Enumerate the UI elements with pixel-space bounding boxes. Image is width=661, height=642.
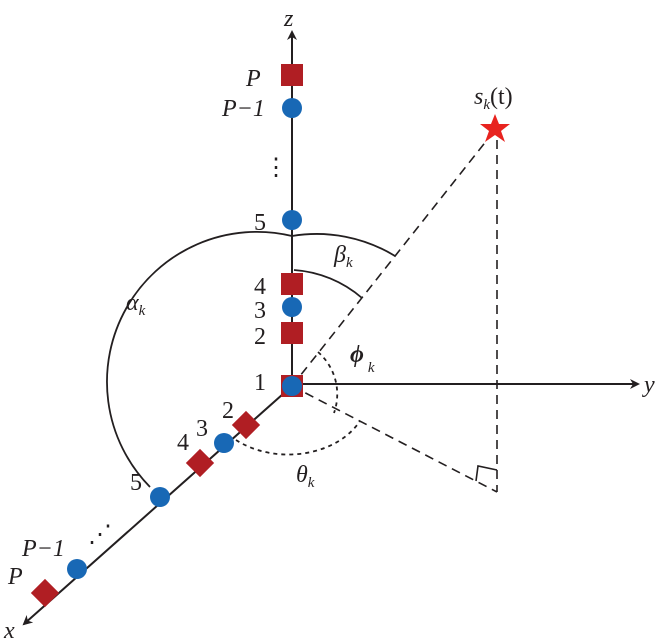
x-label-pm1: P−1 xyxy=(21,536,65,562)
z-sensor-3-circle xyxy=(282,297,302,317)
x-sensor-3-circle xyxy=(214,433,234,453)
source-star-icon xyxy=(480,114,510,142)
z-label-5: 5 xyxy=(254,210,266,236)
projection-line xyxy=(291,385,498,493)
x-label-3: 3 xyxy=(196,416,208,442)
x-label-dots: ⋰ xyxy=(88,522,112,548)
z-sensor-5-circle xyxy=(282,210,302,230)
beta-arc xyxy=(293,269,363,299)
x-sensor-4-diamond xyxy=(185,448,215,478)
x-label-p: P xyxy=(7,564,23,590)
x-label-2: 2 xyxy=(222,398,234,424)
z-sensor-p-square xyxy=(281,64,303,86)
z-sensor-pm1-circle xyxy=(282,98,302,118)
origin-sensor-circle xyxy=(282,376,302,396)
z-label-pm1: P−1 xyxy=(221,96,265,122)
alpha-arc xyxy=(106,231,396,488)
z-label-1: 1 xyxy=(254,370,266,396)
x-sensor-p-diamond xyxy=(30,578,60,608)
z-sensor-2-square xyxy=(281,322,303,344)
theta-label: θk xyxy=(296,462,315,491)
y-axis-label: y xyxy=(642,372,655,398)
beta-label: βk xyxy=(333,242,353,271)
phi-arc xyxy=(317,351,339,414)
x-sensor-5-circle xyxy=(150,487,170,507)
z-label-2: 2 xyxy=(254,324,266,350)
z-sensor-4-square xyxy=(281,273,303,295)
z-axis-label: z xyxy=(283,6,294,32)
right-angle-marker xyxy=(475,465,498,482)
z-label-3: 3 xyxy=(254,298,266,324)
source-label: sk(t) xyxy=(474,84,513,113)
x-label-5: 5 xyxy=(130,470,142,496)
z-label-4: 4 xyxy=(254,274,266,300)
x-label-4: 4 xyxy=(177,430,189,456)
alpha-label: αk xyxy=(126,290,146,319)
x-sensor-pm1-circle xyxy=(67,559,87,579)
theta-arc xyxy=(235,420,361,456)
z-label-p: P xyxy=(245,66,261,92)
x-axis-label: x xyxy=(3,618,15,642)
source-direction-line xyxy=(291,129,496,387)
z-label-dots: ⋮ xyxy=(264,155,288,181)
